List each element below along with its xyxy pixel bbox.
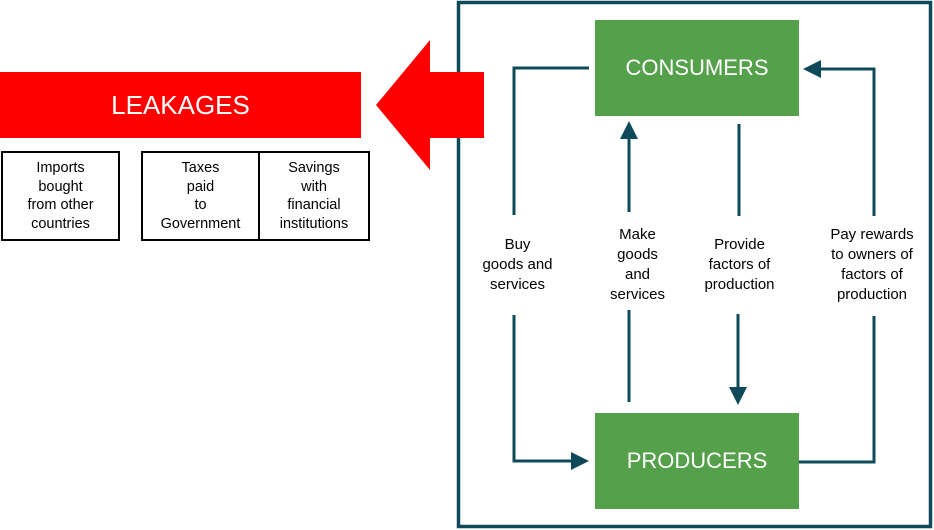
leakage-savings-box: Savings with financial institutions: [258, 151, 370, 241]
flow-arrow-pay-rewards-top: [803, 60, 876, 216]
producers-node: PRODUCERS: [595, 413, 799, 509]
flow-line-buy-goods-top: [512, 66, 589, 215]
flow-label-make-goods: Make goods and services: [609, 226, 665, 303]
flow-label-provide-factors: Provide factors of production: [704, 236, 775, 293]
leakage-arrow-icon: [376, 40, 484, 170]
consumers-node: CONSUMERS: [595, 20, 799, 116]
leakage-imports-box: Imports bought from other countries: [1, 151, 120, 241]
flow-label-buy-goods: Buy goods and services: [482, 236, 553, 293]
consumers-label: CONSUMERS: [625, 55, 769, 80]
leakage-taxes-box: Taxes paid to Government: [141, 151, 260, 241]
leakages-title-bar: LEAKAGES: [0, 72, 361, 138]
leakage-taxes-label: Taxes paid to Government: [160, 160, 241, 232]
leakage-imports-label: Imports bought from other countries: [27, 160, 94, 232]
producers-label: PRODUCERS: [626, 448, 768, 473]
leakages-title: LEAKAGES: [111, 89, 250, 120]
leakage-savings-label: Savings with financial institutions: [279, 160, 349, 232]
flow-arrow-buy-goods-bottom: [512, 315, 589, 470]
flow-label-pay-rewards: Pay rewards to owners of factors of prod…: [830, 226, 914, 303]
flow-line-pay-rewards-bottom: [799, 316, 876, 464]
circular-flow-frame: [456, 0, 933, 529]
